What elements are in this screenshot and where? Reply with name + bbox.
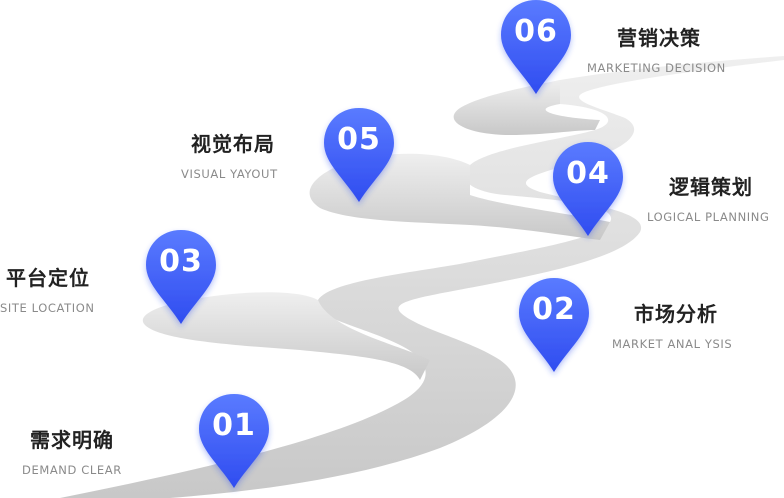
pin-shape-04	[553, 142, 623, 236]
step-label-05: 视觉布局 VISUAL YAYOUT	[181, 128, 278, 181]
road-lower-left-body	[142, 292, 431, 380]
step-label-06: 营销决策 MARKETING DECISION	[587, 22, 726, 75]
step-label-01: 需求明确 DEMAND CLEAR	[22, 424, 122, 477]
pin-04: 04	[551, 142, 625, 236]
step-subtitle: SITE LOCATION	[0, 301, 95, 315]
pin-number: 02	[532, 292, 576, 327]
step-subtitle: LOGICAL PLANNING	[647, 210, 770, 224]
pin-number: 01	[212, 408, 256, 443]
step-title: 市场分析	[634, 302, 718, 326]
step-title: 营销决策	[617, 26, 701, 50]
step-subtitle: MARKETING DECISION	[587, 61, 726, 75]
road-top-body	[453, 80, 600, 135]
pin-shape-02	[519, 278, 589, 372]
pin-01: 01	[197, 394, 271, 488]
pin-shapes	[146, 0, 623, 488]
step-label-03: 平台定位 SITE LOCATION	[0, 262, 95, 315]
pin-shape-06	[501, 0, 571, 94]
pin-number: 04	[566, 156, 610, 191]
road-body	[60, 56, 784, 498]
step-title: 视觉布局	[191, 132, 275, 156]
step-subtitle: VISUAL YAYOUT	[181, 167, 278, 181]
pin-number: 05	[337, 122, 381, 157]
pin-number: 06	[514, 14, 558, 49]
step-subtitle: DEMAND CLEAR	[22, 463, 122, 477]
road-upper-left-body	[309, 153, 610, 240]
pin-03: 03	[144, 230, 218, 324]
step-title: 逻辑策划	[669, 175, 753, 199]
step-title: 平台定位	[6, 266, 90, 290]
pin-06: 06	[499, 0, 573, 94]
step-subtitle: MARKET ANAL YSIS	[612, 337, 733, 351]
step-title: 需求明确	[30, 428, 114, 452]
step-label-02: 市场分析 MARKET ANAL YSIS	[612, 298, 732, 351]
pin-number: 03	[159, 244, 203, 279]
pin-05: 05	[322, 108, 396, 202]
pin-02: 02	[517, 278, 591, 372]
pin-shape-05	[324, 108, 394, 202]
pin-shape-01	[199, 394, 269, 488]
step-label-04: 逻辑策划 LOGICAL PLANNING	[647, 171, 770, 224]
pin-shape-03	[146, 230, 216, 324]
